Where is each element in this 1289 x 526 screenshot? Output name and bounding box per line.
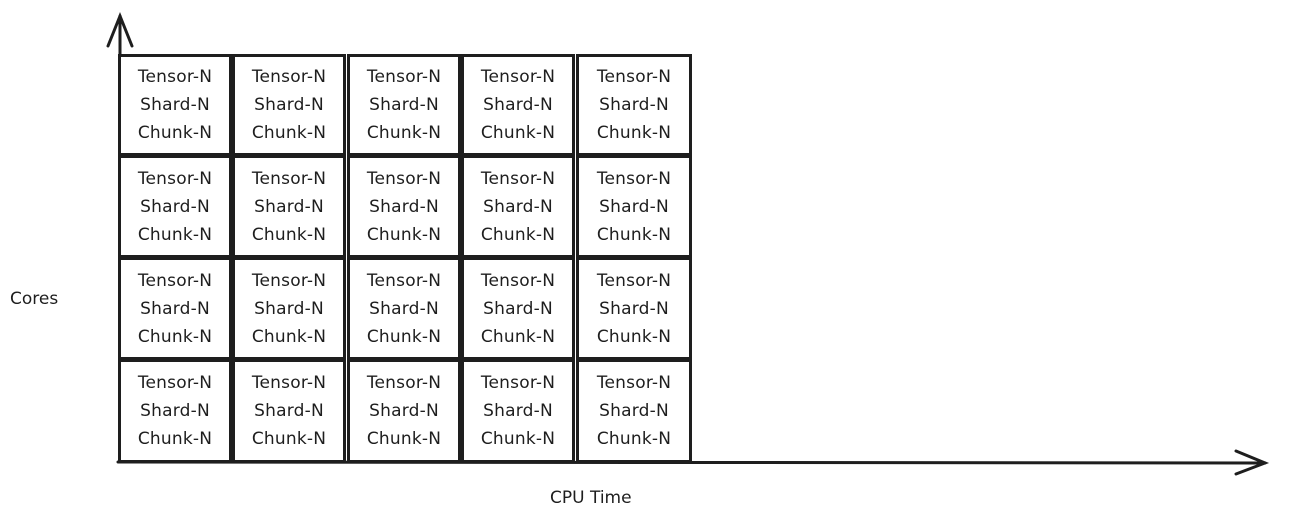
cell-chunk-label: Chunk-N — [137, 224, 213, 245]
cell-shard-label: Shard-N — [140, 298, 210, 319]
grid-cell: Tensor-N Shard-N Chunk-N — [118, 359, 232, 463]
grid-cell: Tensor-N Shard-N Chunk-N — [576, 155, 692, 258]
cell-tensor-label: Tensor-N — [366, 373, 442, 393]
cell-chunk-label: Chunk-N — [366, 429, 442, 449]
cell-chunk-label: Chunk-N — [480, 326, 556, 347]
cell-chunk-label: Chunk-N — [366, 123, 442, 143]
cell-tensor-label: Tensor-N — [366, 168, 442, 189]
cell-tensor-label: Tensor-N — [596, 67, 672, 87]
y-axis-arrowhead-icon — [106, 11, 134, 48]
cell-chunk-label: Chunk-N — [480, 123, 556, 143]
cell-tensor-label: Tensor-N — [480, 168, 556, 189]
grid-cell: Tensor-N Shard-N Chunk-N — [576, 359, 692, 463]
grid-cell: Tensor-N Shard-N Chunk-N — [347, 155, 461, 258]
cell-chunk-label: Chunk-N — [596, 326, 672, 347]
grid-cell: Tensor-N Shard-N Chunk-N — [232, 54, 346, 156]
cell-tensor-label: Tensor-N — [596, 168, 672, 189]
cell-shard-label: Shard-N — [599, 401, 669, 421]
cell-shard-label: Shard-N — [483, 401, 553, 421]
cell-shard-label: Shard-N — [369, 95, 439, 115]
cell-tensor-label: Tensor-N — [366, 67, 442, 87]
x-axis-arrowhead-icon — [1234, 449, 1270, 476]
cell-tensor-label: Tensor-N — [480, 67, 556, 87]
grid-cell: Tensor-N Shard-N Chunk-N — [347, 54, 461, 156]
grid-cell: Tensor-N Shard-N Chunk-N — [576, 257, 692, 360]
cell-tensor-label: Tensor-N — [480, 373, 556, 393]
grid-cell: Tensor-N Shard-N Chunk-N — [118, 257, 232, 360]
cell-chunk-label: Chunk-N — [137, 326, 213, 347]
cell-shard-label: Shard-N — [254, 95, 324, 115]
cell-chunk-label: Chunk-N — [596, 224, 672, 245]
grid-cell: Tensor-N Shard-N Chunk-N — [232, 359, 346, 463]
grid-cell: Tensor-N Shard-N Chunk-N — [118, 54, 232, 156]
cell-shard-label: Shard-N — [254, 401, 324, 421]
cell-chunk-label: Chunk-N — [251, 326, 327, 347]
cell-tensor-label: Tensor-N — [596, 373, 672, 393]
cell-shard-label: Shard-N — [599, 95, 669, 115]
cell-tensor-label: Tensor-N — [137, 373, 213, 393]
cell-tensor-label: Tensor-N — [251, 270, 327, 291]
grid-cell: Tensor-N Shard-N Chunk-N — [232, 155, 346, 258]
cell-chunk-label: Chunk-N — [596, 429, 672, 449]
cell-tensor-label: Tensor-N — [137, 168, 213, 189]
cell-shard-label: Shard-N — [254, 298, 324, 319]
cell-chunk-label: Chunk-N — [366, 326, 442, 347]
grid-cell: Tensor-N Shard-N Chunk-N — [576, 54, 692, 156]
cell-chunk-label: Chunk-N — [480, 429, 556, 449]
cell-shard-label: Shard-N — [140, 95, 210, 115]
cell-shard-label: Shard-N — [599, 196, 669, 217]
grid-cell: Tensor-N Shard-N Chunk-N — [461, 359, 575, 463]
cell-chunk-label: Chunk-N — [251, 429, 327, 449]
cell-tensor-label: Tensor-N — [251, 168, 327, 189]
cell-chunk-label: Chunk-N — [251, 123, 327, 143]
cell-shard-label: Shard-N — [140, 196, 210, 217]
grid-cell: Tensor-N Shard-N Chunk-N — [461, 54, 575, 156]
grid-cell: Tensor-N Shard-N Chunk-N — [347, 359, 461, 463]
cell-tensor-label: Tensor-N — [137, 270, 213, 291]
grid-cell: Tensor-N Shard-N Chunk-N — [461, 257, 575, 360]
cell-shard-label: Shard-N — [369, 298, 439, 319]
cell-tensor-label: Tensor-N — [251, 373, 327, 393]
cell-tensor-label: Tensor-N — [480, 270, 556, 291]
cell-shard-label: Shard-N — [140, 401, 210, 421]
cell-tensor-label: Tensor-N — [137, 67, 213, 87]
grid-cell: Tensor-N Shard-N Chunk-N — [232, 257, 346, 360]
cell-chunk-label: Chunk-N — [137, 123, 213, 143]
grid-cell: Tensor-N Shard-N Chunk-N — [118, 155, 232, 258]
cell-chunk-label: Chunk-N — [480, 224, 556, 245]
cell-chunk-label: Chunk-N — [251, 224, 327, 245]
grid-cell: Tensor-N Shard-N Chunk-N — [461, 155, 575, 258]
x-axis-label: CPU Time — [550, 488, 632, 508]
cell-shard-label: Shard-N — [369, 196, 439, 217]
cell-chunk-label: Chunk-N — [137, 429, 213, 449]
cell-tensor-label: Tensor-N — [596, 270, 672, 291]
cell-chunk-label: Chunk-N — [596, 123, 672, 143]
y-axis-label: Cores — [10, 289, 59, 309]
cell-shard-label: Shard-N — [369, 401, 439, 421]
cell-tensor-label: Tensor-N — [251, 67, 327, 87]
cell-shard-label: Shard-N — [483, 196, 553, 217]
cell-shard-label: Shard-N — [483, 95, 553, 115]
cell-shard-label: Shard-N — [254, 196, 324, 217]
cell-shard-label: Shard-N — [599, 298, 669, 319]
grid-cell: Tensor-N Shard-N Chunk-N — [347, 257, 461, 360]
cell-shard-label: Shard-N — [483, 298, 553, 319]
cell-tensor-label: Tensor-N — [366, 270, 442, 291]
cell-chunk-label: Chunk-N — [366, 224, 442, 245]
